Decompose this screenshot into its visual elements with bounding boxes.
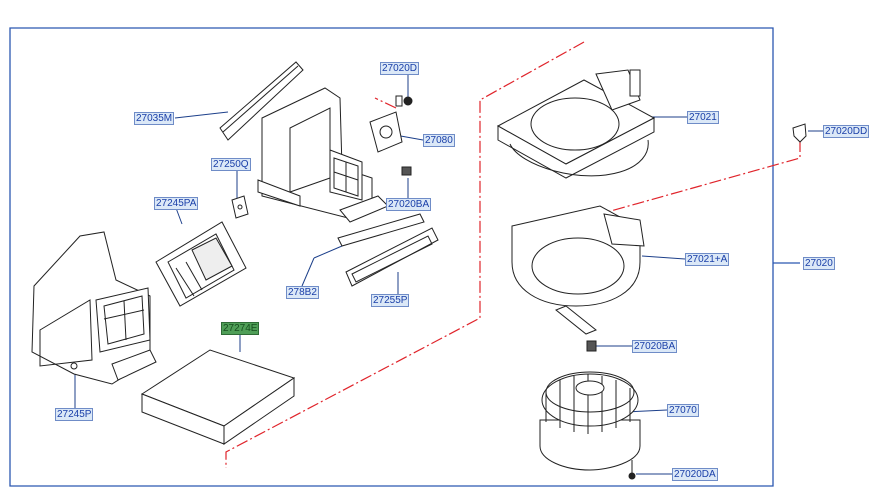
part-label-27020[interactable]: 27020 xyxy=(803,257,835,270)
screw-27020D xyxy=(403,96,413,106)
grille-27245PA xyxy=(155,221,247,307)
blower-motor-27070 xyxy=(539,371,641,471)
bar-278B2 xyxy=(337,213,425,247)
part-label-27245PA[interactable]: 27245PA xyxy=(154,197,199,210)
screw-27020DA xyxy=(628,460,636,480)
assembly-frame xyxy=(9,27,800,487)
lower-housing-27245P xyxy=(31,231,157,385)
door-27255P xyxy=(345,227,439,287)
leader-lines xyxy=(74,73,823,475)
part-label-27020DA[interactable]: 27020DA xyxy=(672,468,718,481)
part-label-27021[interactable]: 27021 xyxy=(687,111,719,124)
part-label-27035M[interactable]: 27035M xyxy=(134,112,175,125)
clip-27020BA-top xyxy=(401,166,412,176)
upper-case-27021 xyxy=(496,69,656,179)
part-drawings xyxy=(31,61,807,480)
cabin-filter-27274E xyxy=(140,349,296,445)
duct-strip-27035M xyxy=(219,61,304,141)
actuator-27080 xyxy=(369,95,403,153)
part-label-27080[interactable]: 27080 xyxy=(423,134,455,147)
lower-case-27021A xyxy=(511,205,645,335)
part-label-27250Q[interactable]: 27250Q xyxy=(211,158,251,171)
part-label-27021A[interactable]: 27021+A xyxy=(685,253,730,266)
part-label-278B2[interactable]: 278B2 xyxy=(286,286,319,299)
part-label-27274E[interactable]: 27274E xyxy=(221,322,260,335)
screw-27020DD xyxy=(792,123,807,143)
part-label-27020BA-mid[interactable]: 27020BA xyxy=(632,340,678,353)
clip-27020BA-mid xyxy=(586,340,597,352)
part-label-27020DD[interactable]: 27020DD xyxy=(823,125,870,138)
part-label-27245P[interactable]: 27245P xyxy=(55,408,94,421)
lever-27250Q xyxy=(231,195,249,219)
part-label-27070[interactable]: 27070 xyxy=(667,404,699,417)
part-label-27255P[interactable]: 27255P xyxy=(371,294,410,307)
part-label-27020BA-top[interactable]: 27020BA xyxy=(386,198,432,211)
upper-housing xyxy=(257,87,389,223)
part-label-27020D[interactable]: 27020D xyxy=(380,62,420,75)
